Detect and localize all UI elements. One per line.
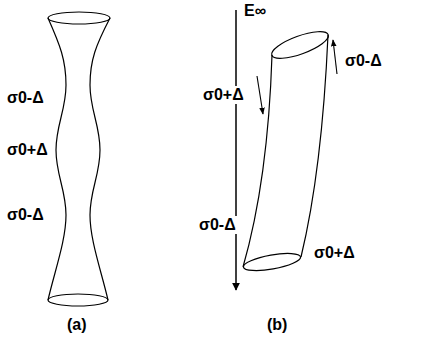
panel-label: (a) bbox=[66, 316, 88, 334]
charge-label: σ0+Δ bbox=[313, 244, 356, 262]
bent-tube bbox=[242, 26, 331, 274]
field-arrow bbox=[235, 10, 237, 290]
charge-label: σ0+Δ bbox=[6, 141, 49, 159]
charge-flow-arrow bbox=[333, 40, 337, 74]
charge-label: σ0-Δ bbox=[344, 52, 383, 70]
panel-label: (b) bbox=[266, 316, 288, 334]
charge-label: σ0-Δ bbox=[6, 89, 45, 107]
charge-label: σ0+Δ bbox=[202, 86, 245, 104]
charge-label: σ0-Δ bbox=[6, 206, 45, 224]
charge-flow-arrow bbox=[257, 76, 263, 114]
straight-tube bbox=[48, 12, 110, 306]
field-label: E∞ bbox=[243, 2, 267, 20]
charge-label: σ0-Δ bbox=[198, 216, 237, 234]
